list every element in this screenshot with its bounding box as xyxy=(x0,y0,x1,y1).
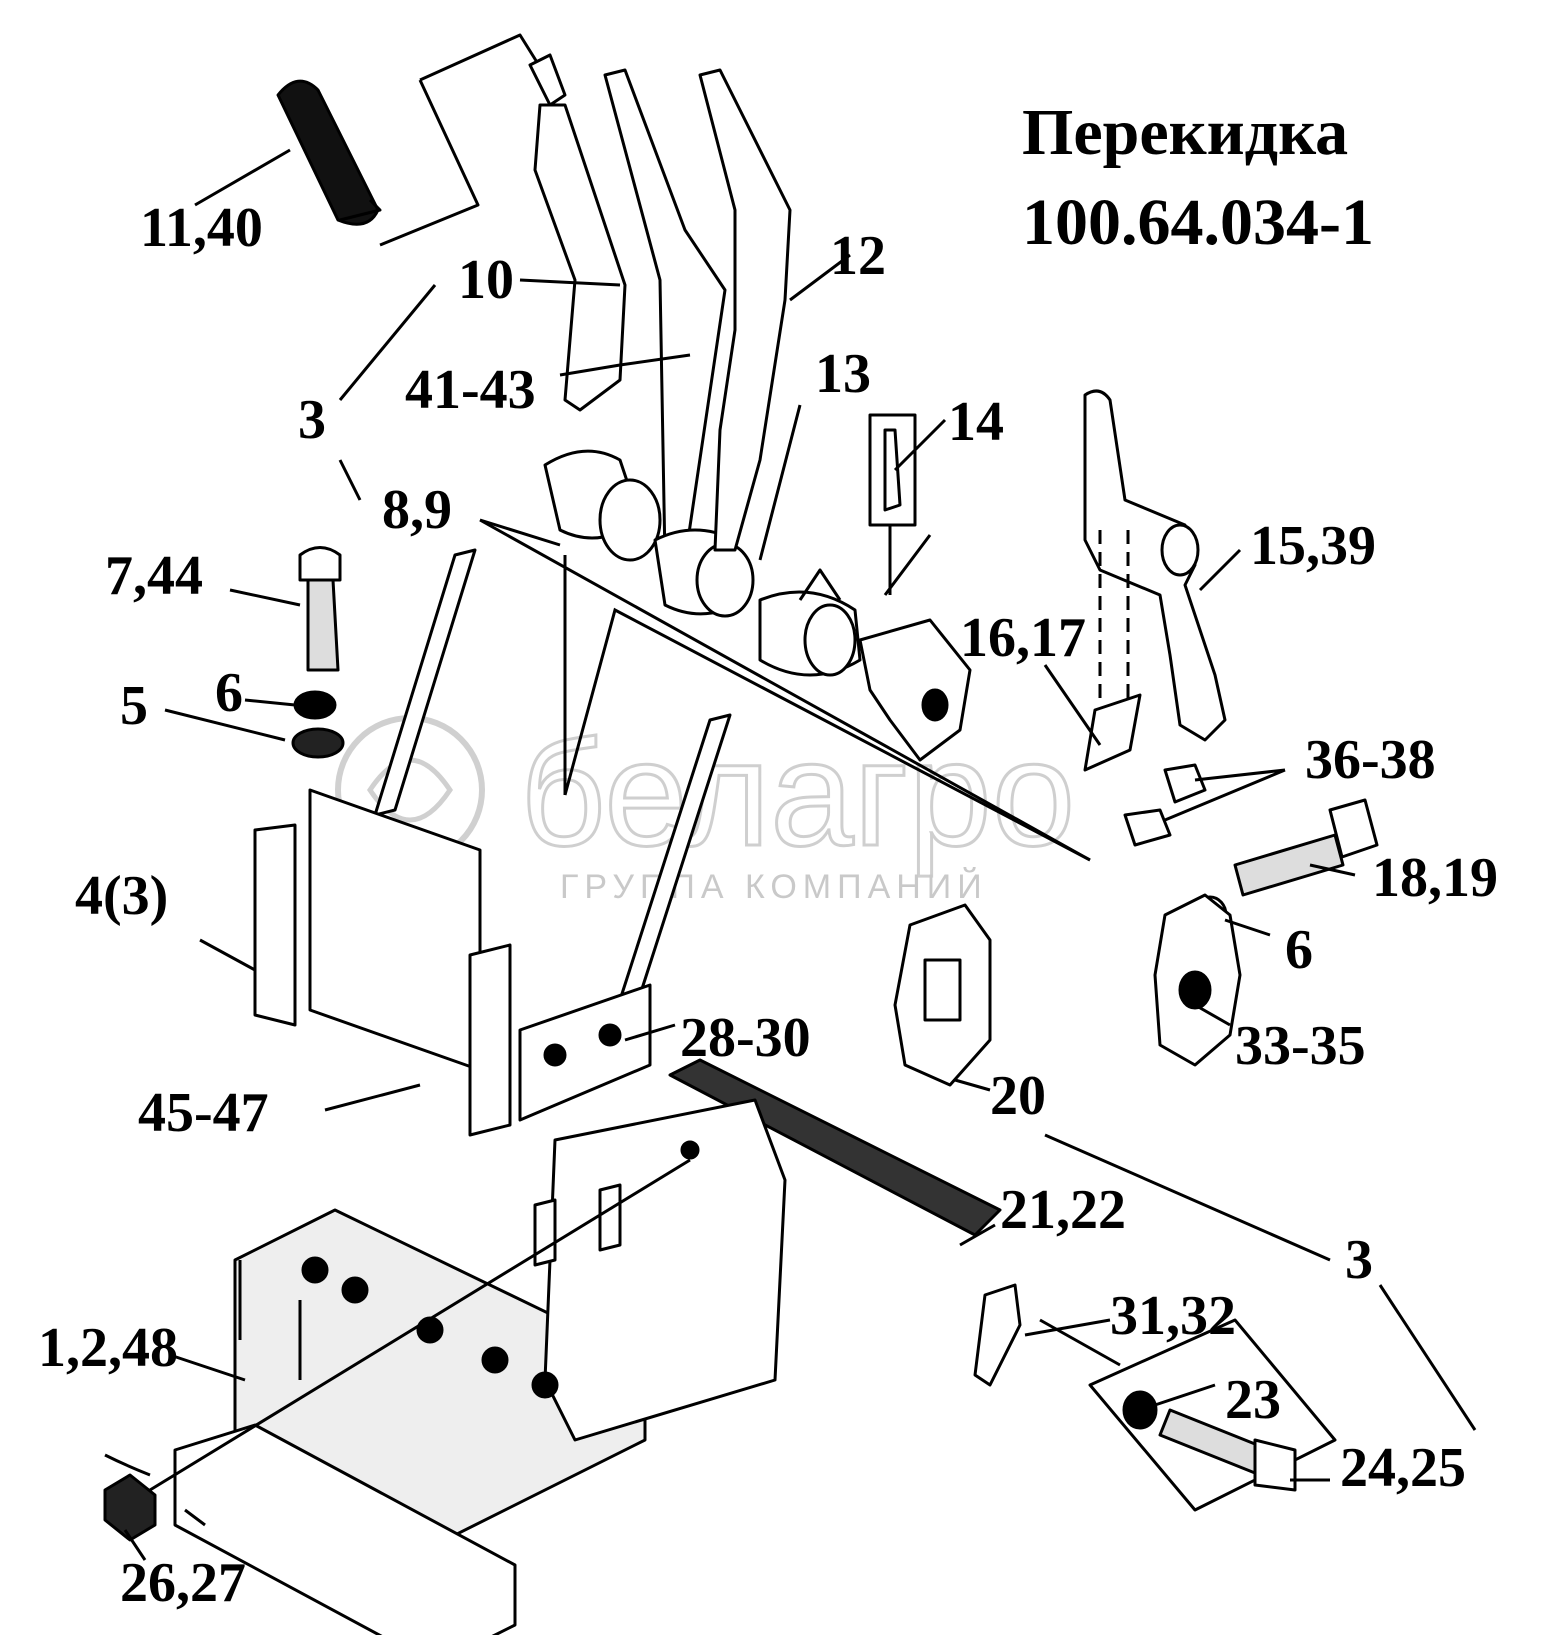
diagram-title: Перекидка xyxy=(1022,96,1349,169)
callout-label: 15,39 xyxy=(1250,515,1376,577)
callout-label: 11,40 xyxy=(140,197,263,259)
callout-label: 41-43 xyxy=(405,359,536,421)
knob-part xyxy=(276,79,382,226)
diagram-part-number: 100.64.034-1 xyxy=(1022,186,1374,259)
callout-label: 3 xyxy=(1345,1229,1373,1291)
callout-label: 8,9 xyxy=(382,479,452,541)
callout-label: 4(3) xyxy=(75,865,169,927)
callout-label: 7,44 xyxy=(105,545,203,607)
callout-label: 21,22 xyxy=(1000,1179,1126,1241)
callout-label: 28-30 xyxy=(680,1007,811,1069)
callout-label: 5 xyxy=(120,675,148,737)
callout-label: 13 xyxy=(815,343,871,405)
lever-10-part xyxy=(528,53,662,562)
callout-label: 1,2,48 xyxy=(38,1317,178,1379)
watermark-subtitle: ГРУППА КОМПАНИЙ xyxy=(560,868,988,906)
callout-label: 6 xyxy=(1285,919,1313,981)
svg-text:белагро: белагро xyxy=(520,709,1075,877)
callout-label: 24,25 xyxy=(1340,1437,1466,1499)
callout-label: 23 xyxy=(1225,1369,1281,1431)
callout-label: 6 xyxy=(215,662,243,724)
callout-label: 20 xyxy=(990,1065,1046,1127)
callout-label: 36-38 xyxy=(1305,729,1436,791)
arm-15-39-part xyxy=(1083,389,1227,742)
callout-label: 16,17 xyxy=(960,607,1086,669)
callout-label: 3 xyxy=(298,389,326,451)
callout-label: 45-47 xyxy=(138,1082,269,1144)
callout-label: 12 xyxy=(830,225,886,287)
callout-label: 18,19 xyxy=(1372,847,1498,909)
callout-label: 14 xyxy=(948,391,1004,453)
callout-label: 26,27 xyxy=(120,1552,246,1614)
callout-label: 10 xyxy=(458,249,514,311)
callout-label: 33-35 xyxy=(1235,1015,1366,1077)
callout-label: 31,32 xyxy=(1110,1285,1236,1347)
lever-12-part xyxy=(698,68,862,677)
